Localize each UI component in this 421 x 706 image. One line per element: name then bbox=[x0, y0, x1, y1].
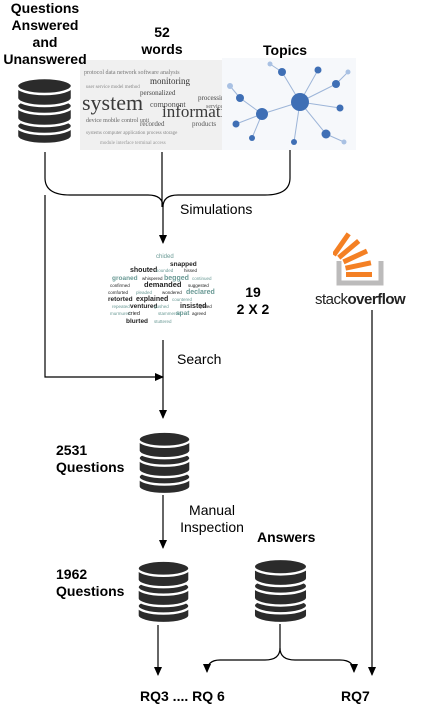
topic-network-image bbox=[222, 58, 356, 150]
label-rq3-rq6: RQ3 .... RQ 6 bbox=[140, 688, 225, 704]
verb-word: repeated bbox=[112, 304, 130, 309]
svg-text:user service model method: user service model method bbox=[86, 85, 140, 90]
svg-text:recorded: recorded bbox=[140, 120, 165, 128]
verb-word: cried bbox=[128, 311, 140, 317]
verb-word: gushed bbox=[154, 304, 169, 309]
verb-word: shouted bbox=[130, 267, 157, 274]
label-search: Search bbox=[177, 351, 222, 367]
label-answers: Answers bbox=[257, 529, 316, 545]
line-source-merge bbox=[44, 152, 164, 208]
database-icon-1962 bbox=[136, 559, 191, 624]
verb-word: snapped bbox=[170, 261, 197, 268]
verb-word: ventured bbox=[130, 303, 157, 310]
verb-word: suggested bbox=[188, 283, 209, 288]
verb-word: retorted bbox=[108, 296, 133, 303]
verb-word: stammered bbox=[158, 311, 181, 316]
stackoverflow-logo-icon bbox=[333, 232, 384, 286]
label-1962-questions: 1962 Questions bbox=[56, 566, 125, 599]
verb-word: confirmed bbox=[110, 283, 130, 288]
verb-word: wondered bbox=[162, 290, 182, 295]
line-bypass bbox=[44, 195, 164, 381]
verb-word: begged bbox=[164, 275, 189, 282]
verb-word: comforted bbox=[108, 290, 129, 295]
verb-word: hissed bbox=[184, 268, 198, 273]
svg-text:monitoring: monitoring bbox=[150, 76, 190, 86]
verb-word: stuttered bbox=[154, 319, 172, 324]
label-2531-questions: 2531 Questions bbox=[56, 442, 125, 475]
verb-word: pleaded bbox=[136, 290, 153, 295]
label-19-2x2: 19 2 X 2 bbox=[236, 284, 270, 317]
verb-word: agreed bbox=[192, 311, 207, 316]
svg-text:component: component bbox=[150, 100, 186, 109]
verb-word: insisted bbox=[180, 303, 206, 310]
verb-word: murmured bbox=[110, 311, 131, 316]
verb-word: continued bbox=[192, 276, 212, 281]
verb-word: blurted bbox=[126, 318, 148, 325]
verb-word: yelled bbox=[200, 304, 212, 309]
line-answers-rq7 bbox=[279, 647, 358, 673]
verb-word: groaned bbox=[112, 275, 138, 282]
verb-word: explained bbox=[136, 296, 168, 303]
stackoverflow-wordmark-overflow: overflow bbox=[347, 291, 406, 308]
label-simulations: Simulations bbox=[180, 201, 253, 217]
label-questions-source: Questions Answered and Unanswered bbox=[3, 0, 87, 67]
label-52-words: 52 words bbox=[141, 24, 183, 57]
svg-text:device mobile control unit: device mobile control unit bbox=[86, 118, 149, 124]
stackoverflow-wordmark: stackoverflow bbox=[315, 291, 406, 308]
svg-text:products: products bbox=[192, 120, 216, 128]
label-manual-inspection: Manual Inspection bbox=[180, 502, 244, 535]
stackoverflow-wordmark-stack: stack bbox=[315, 291, 348, 308]
verb-word: whispered bbox=[142, 276, 163, 281]
verb-word: countered bbox=[172, 297, 193, 302]
verb-word: spat bbox=[176, 310, 190, 317]
database-icon-2531 bbox=[137, 430, 192, 495]
svg-text:system: system bbox=[82, 90, 143, 115]
verb-word: declared bbox=[186, 289, 215, 296]
database-icon-source bbox=[16, 76, 73, 145]
label-topics: Topics bbox=[263, 42, 308, 58]
svg-text:service: service bbox=[206, 104, 223, 110]
svg-text:module interface terminal acce: module interface terminal access bbox=[100, 141, 166, 146]
svg-text:protocol data network software: protocol data network software analysis bbox=[84, 69, 180, 76]
verb-word: sounded bbox=[156, 268, 174, 273]
svg-text:personalized: personalized bbox=[140, 89, 176, 97]
line-topics-merge bbox=[162, 148, 291, 208]
line-answers-split bbox=[203, 624, 281, 673]
database-icon-answers bbox=[252, 557, 309, 624]
verb-word: chided bbox=[156, 254, 174, 260]
verb-word: demanded bbox=[144, 280, 182, 289]
svg-text:processing: processing bbox=[198, 94, 228, 102]
svg-text:systems computer application p: systems computer application process sto… bbox=[86, 131, 178, 136]
label-rq7: RQ7 bbox=[341, 688, 370, 704]
